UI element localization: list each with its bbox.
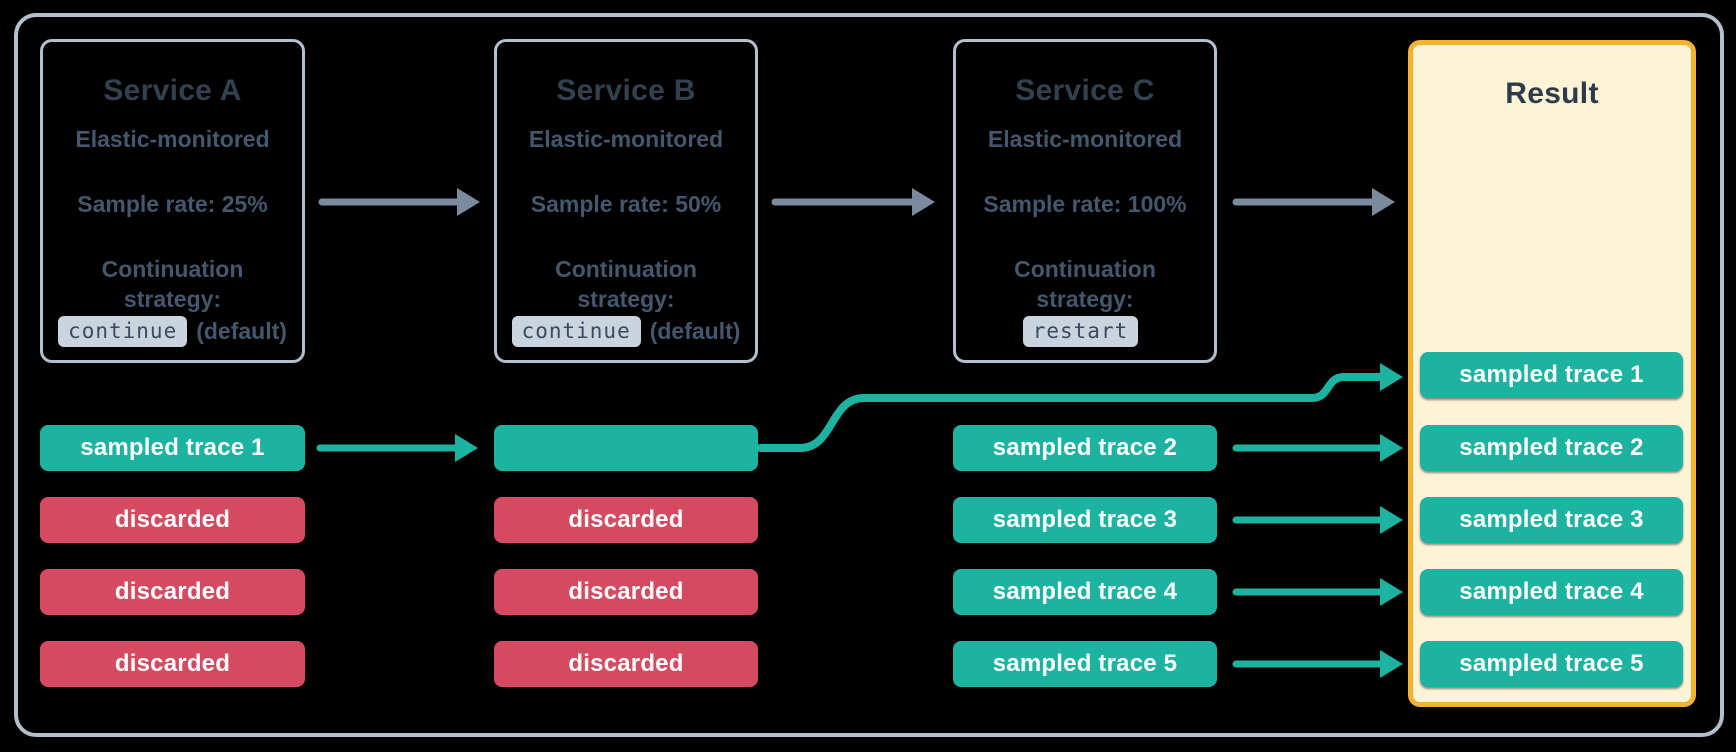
service-c-strategy-row: restart bbox=[956, 314, 1214, 348]
service-b-continuation-label: Continuation strategy: bbox=[555, 256, 697, 312]
result-chip-label: sampled trace 4 bbox=[1459, 578, 1644, 605]
service-b-card: Service B Elastic-monitored Sample rate:… bbox=[494, 39, 758, 363]
service-a-title: Service A bbox=[103, 74, 242, 107]
service-a-strategy-note: (default) bbox=[196, 317, 287, 344]
diagram-frame bbox=[14, 13, 1724, 737]
trace-chip-sampled-1-col-a: sampled trace 1 bbox=[40, 425, 305, 471]
service-a-continuation-label: Continuation strategy: bbox=[101, 256, 244, 312]
result-chip-sampled-4: sampled trace 4 bbox=[1420, 569, 1683, 615]
trace-chip-label: sampled trace 5 bbox=[992, 650, 1178, 677]
trace-chip-discarded-col-b: discarded bbox=[494, 641, 758, 687]
trace-chip-sampled-5-col-c: sampled trace 5 bbox=[953, 641, 1217, 687]
service-c-title: Service C bbox=[1015, 74, 1155, 107]
service-a-sample-rate: Sample rate: 25% bbox=[77, 191, 268, 217]
result-chip-label: sampled trace 5 bbox=[1459, 650, 1644, 677]
result-chip-label: sampled trace 3 bbox=[1459, 506, 1644, 533]
trace-chip-sampled-blank-col-b bbox=[494, 425, 758, 471]
service-c-card: Service C Elastic-monitored Sample rate:… bbox=[953, 39, 1217, 363]
result-title: Result bbox=[1505, 77, 1599, 110]
service-a-strategy-code: continue bbox=[58, 315, 188, 347]
trace-chip-label: discarded bbox=[114, 650, 231, 677]
result-chip-label: sampled trace 1 bbox=[1459, 361, 1644, 388]
result-chip-sampled-5: sampled trace 5 bbox=[1420, 641, 1683, 687]
service-a-strategy-row: continue (default) bbox=[43, 314, 302, 348]
trace-chip-discarded-col-b: discarded bbox=[494, 569, 758, 615]
service-b-strategy-code: continue bbox=[511, 315, 641, 347]
service-c-sample-rate: Sample rate: 100% bbox=[983, 191, 1187, 217]
service-b-strategy-row: continue (default) bbox=[497, 314, 755, 348]
trace-chip-label: discarded bbox=[114, 578, 231, 605]
trace-chip-label: sampled trace 3 bbox=[992, 506, 1178, 533]
trace-chip-discarded-col-a: discarded bbox=[40, 569, 305, 615]
trace-chip-sampled-2-col-c: sampled trace 2 bbox=[953, 425, 1217, 471]
trace-chip-sampled-3-col-c: sampled trace 3 bbox=[953, 497, 1217, 543]
service-b-title: Service B bbox=[556, 74, 696, 107]
trace-chip-label: discarded bbox=[568, 578, 684, 605]
trace-chip-label: sampled trace 2 bbox=[992, 434, 1178, 461]
service-b-subtitle: Elastic-monitored bbox=[528, 126, 724, 152]
service-a-card: Service A Elastic-monitored Sample rate:… bbox=[40, 39, 305, 363]
trace-chip-label: discarded bbox=[568, 506, 684, 533]
trace-chip-discarded-col-a: discarded bbox=[40, 497, 305, 543]
service-c-strategy-code: restart bbox=[1022, 315, 1139, 347]
result-chip-sampled-1: sampled trace 1 bbox=[1420, 352, 1683, 398]
service-c-continuation-label: Continuation strategy: bbox=[1014, 256, 1156, 312]
service-c-subtitle: Elastic-monitored bbox=[987, 126, 1183, 152]
trace-chip-label: sampled trace 4 bbox=[992, 578, 1178, 605]
service-b-strategy-note: (default) bbox=[649, 317, 741, 344]
result-chip-sampled-3: sampled trace 3 bbox=[1420, 497, 1683, 543]
trace-chip-label: discarded bbox=[568, 650, 684, 677]
trace-chip-discarded-col-b: discarded bbox=[494, 497, 758, 543]
service-a-subtitle: Elastic-monitored bbox=[75, 126, 270, 152]
trace-chip-discarded-col-a: discarded bbox=[40, 641, 305, 687]
service-b-sample-rate: Sample rate: 50% bbox=[530, 191, 722, 217]
result-chip-sampled-2: sampled trace 2 bbox=[1420, 425, 1683, 471]
trace-chip-label: discarded bbox=[114, 506, 231, 533]
trace-chip-sampled-4-col-c: sampled trace 4 bbox=[953, 569, 1217, 615]
trace-chip-label: sampled trace 1 bbox=[80, 434, 265, 461]
result-chip-label: sampled trace 2 bbox=[1459, 434, 1644, 461]
